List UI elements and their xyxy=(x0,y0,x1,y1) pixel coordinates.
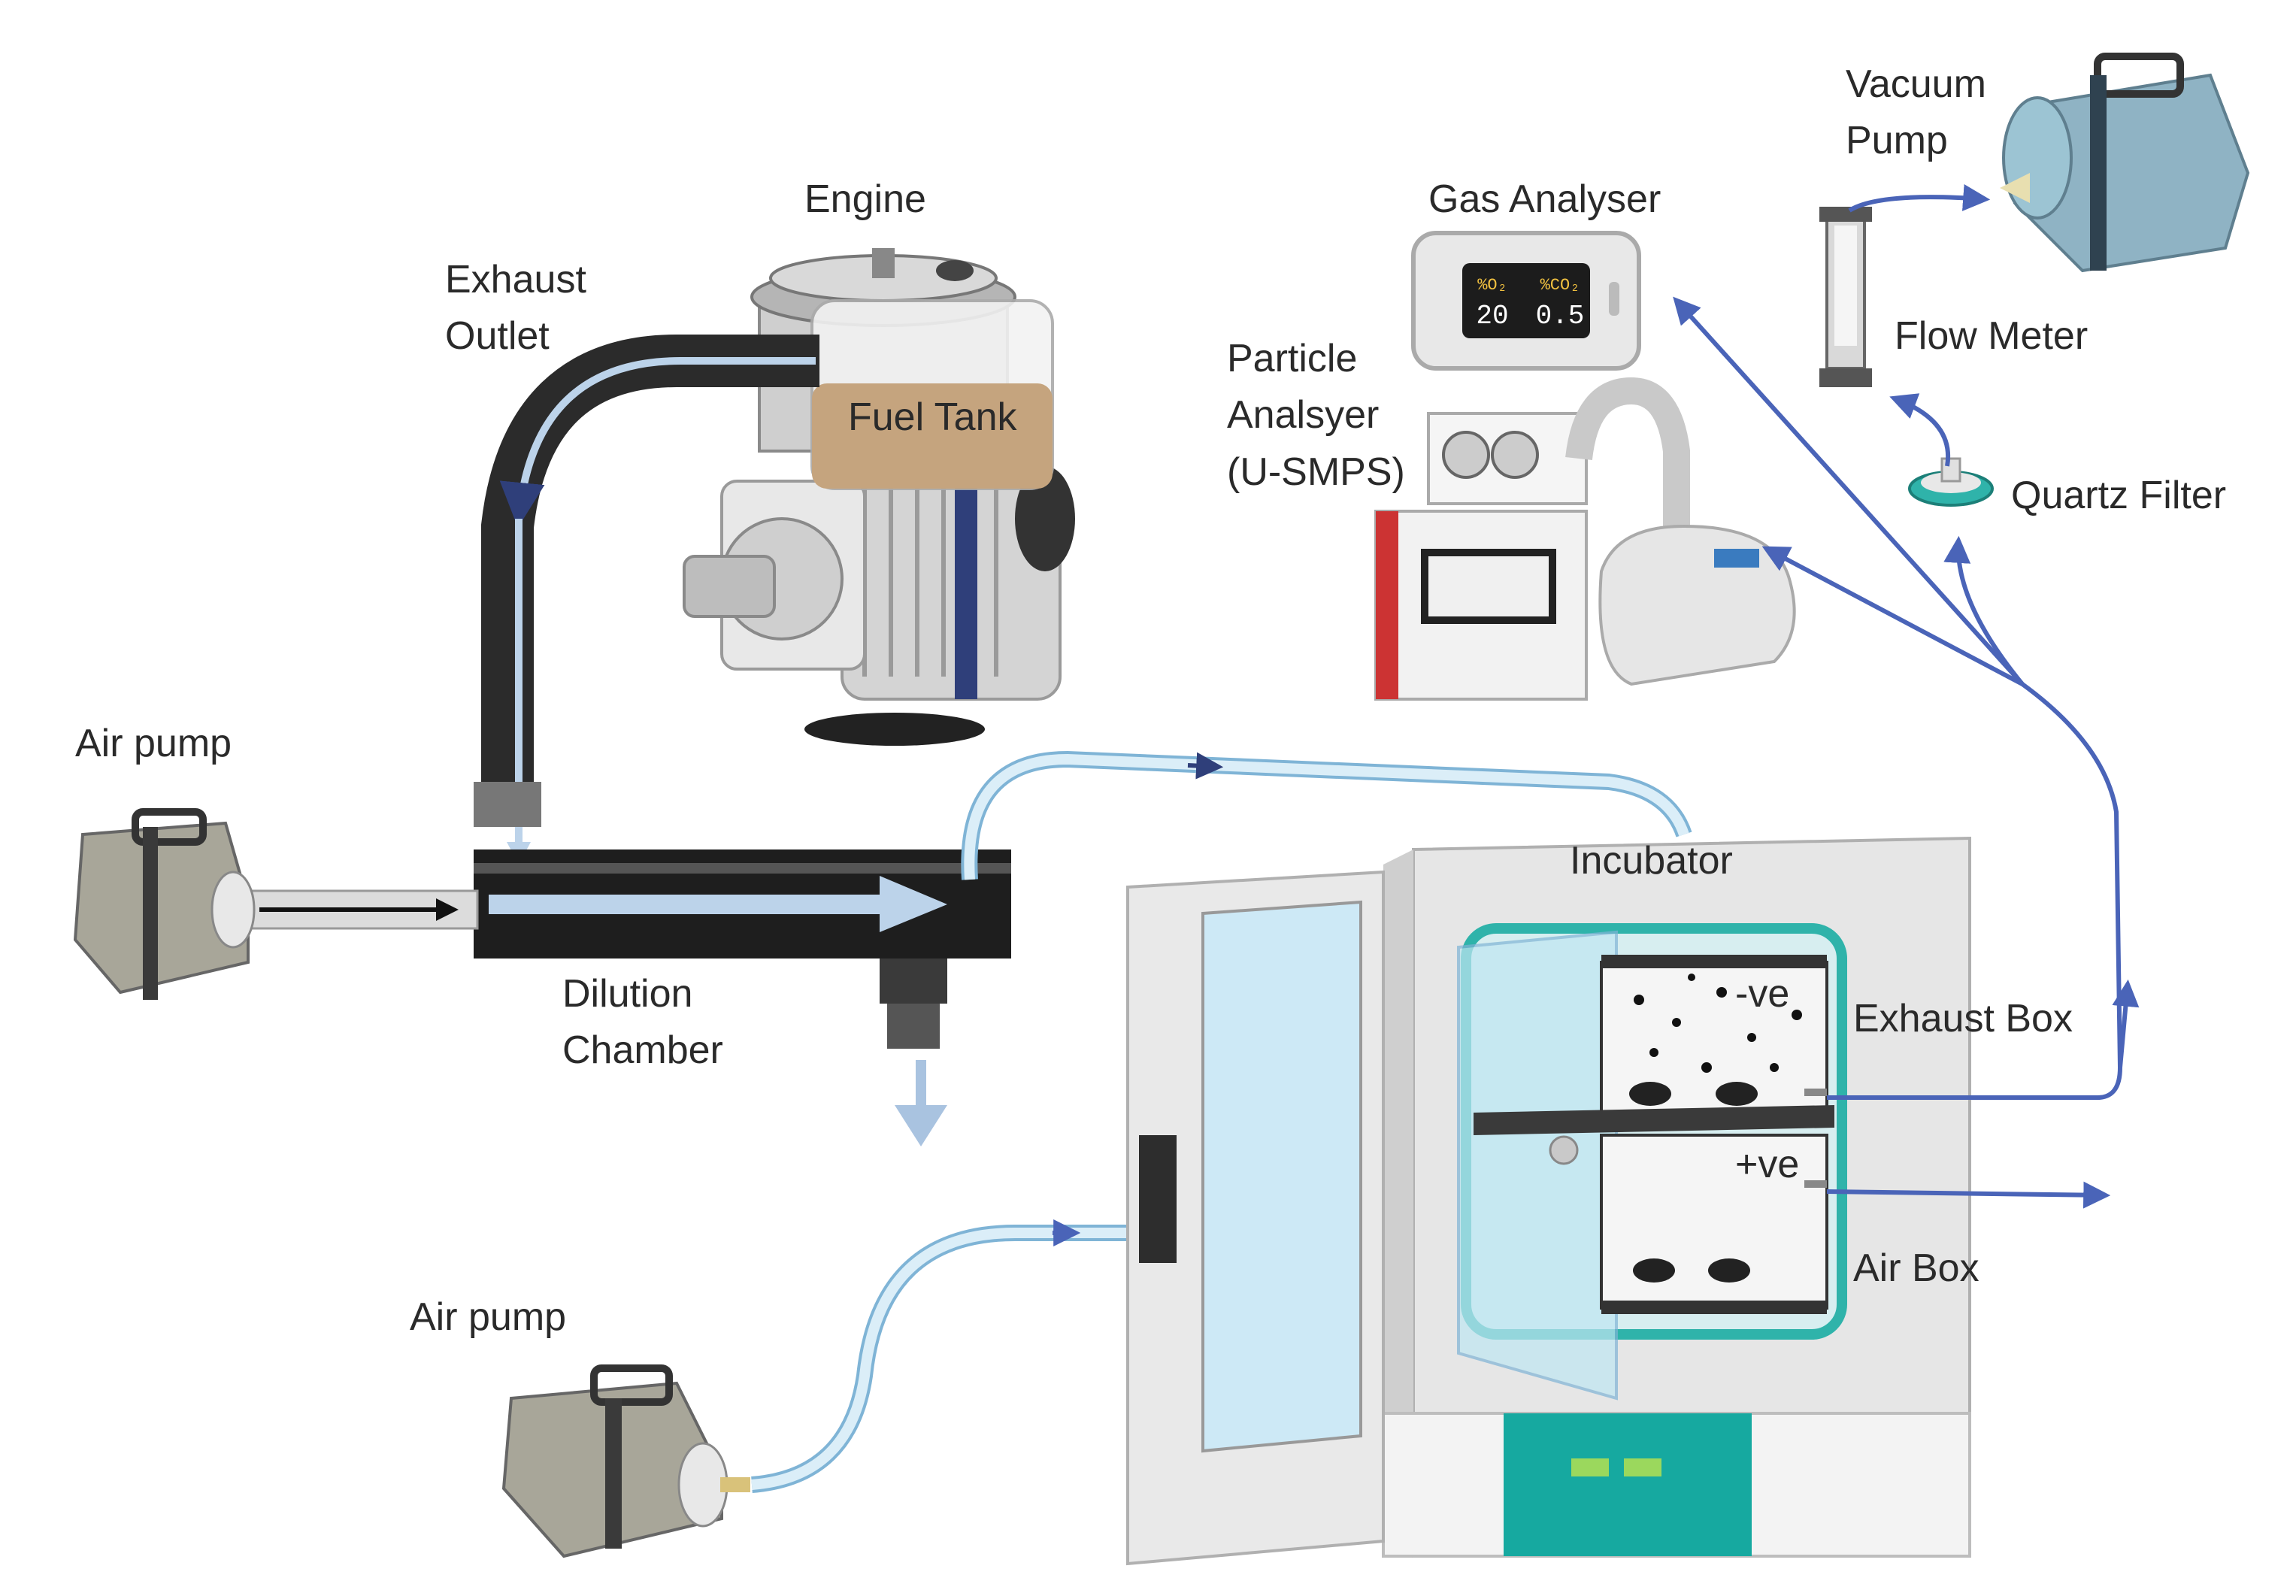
air-pump-bottom-label: Air pump xyxy=(410,1295,567,1339)
exhaust-outlet-label: Exhaust Outlet xyxy=(445,252,586,365)
particle-analyser-line-2: Analsyer xyxy=(1227,393,1380,438)
gas-co2-value: 0.5 xyxy=(1536,301,1585,332)
quartz-filter-label: Quartz Filter xyxy=(2011,474,2227,517)
quartz-filter xyxy=(1908,457,1994,507)
positive-pressure-label: +ve xyxy=(1735,1143,1800,1186)
vacuum-pump-label: Vacuum Pump xyxy=(1846,56,1986,170)
particle-analyser xyxy=(1374,377,1796,701)
negative-pressure-label: -ve xyxy=(1735,972,1790,1016)
flow-meter xyxy=(1819,207,1872,387)
dilution-chamber xyxy=(474,849,1011,1146)
particle-analyser-line-1: Particle xyxy=(1227,337,1358,380)
particle-analyser-line-3: (U-SMPS) xyxy=(1227,450,1405,494)
air-pump-top xyxy=(73,808,479,1000)
dilution-chamber-line-2: Chamber xyxy=(562,1028,723,1073)
vacuum-pump-line-1: Vacuum xyxy=(1846,62,1986,106)
gas-analyser xyxy=(1411,231,1641,371)
incubator-label: Incubator xyxy=(1570,839,1733,883)
dilution-chamber-line-1: Dilution xyxy=(562,972,693,1016)
engine xyxy=(683,248,1075,746)
air-pump-top-label: Air pump xyxy=(75,722,232,765)
gas-co2-header: %CO₂ xyxy=(1540,276,1580,295)
exhaust-outlet-line-1: Exhaust xyxy=(445,258,586,301)
incubator xyxy=(1126,836,1971,1566)
gas-o2-header: %O₂ xyxy=(1477,276,1507,295)
exhaust-box-label: Exhaust Box xyxy=(1853,997,2073,1040)
fuel-tank-label: Fuel Tank xyxy=(848,395,1017,439)
particle-analyser-label: Particle Analsyer (U-SMPS) xyxy=(1227,331,1405,501)
exhaust-outlet-line-2: Outlet xyxy=(445,314,550,359)
air-pump-bottom xyxy=(501,1364,750,1558)
vacuum-pump xyxy=(2000,53,2250,273)
engine-label: Engine xyxy=(804,177,926,221)
flow-meter-label: Flow Meter xyxy=(1895,314,2089,358)
air-box-label: Air Box xyxy=(1853,1246,1979,1290)
sampling-lines xyxy=(1673,183,2140,1209)
dilution-chamber-label: Dilution Chamber xyxy=(562,966,723,1080)
gas-analyser-label: Gas Analyser xyxy=(1428,177,1661,221)
vacuum-pump-line-2: Pump xyxy=(1846,119,1948,163)
gas-o2-value: 20 xyxy=(1476,301,1508,332)
exhaust-pipe xyxy=(474,335,819,865)
